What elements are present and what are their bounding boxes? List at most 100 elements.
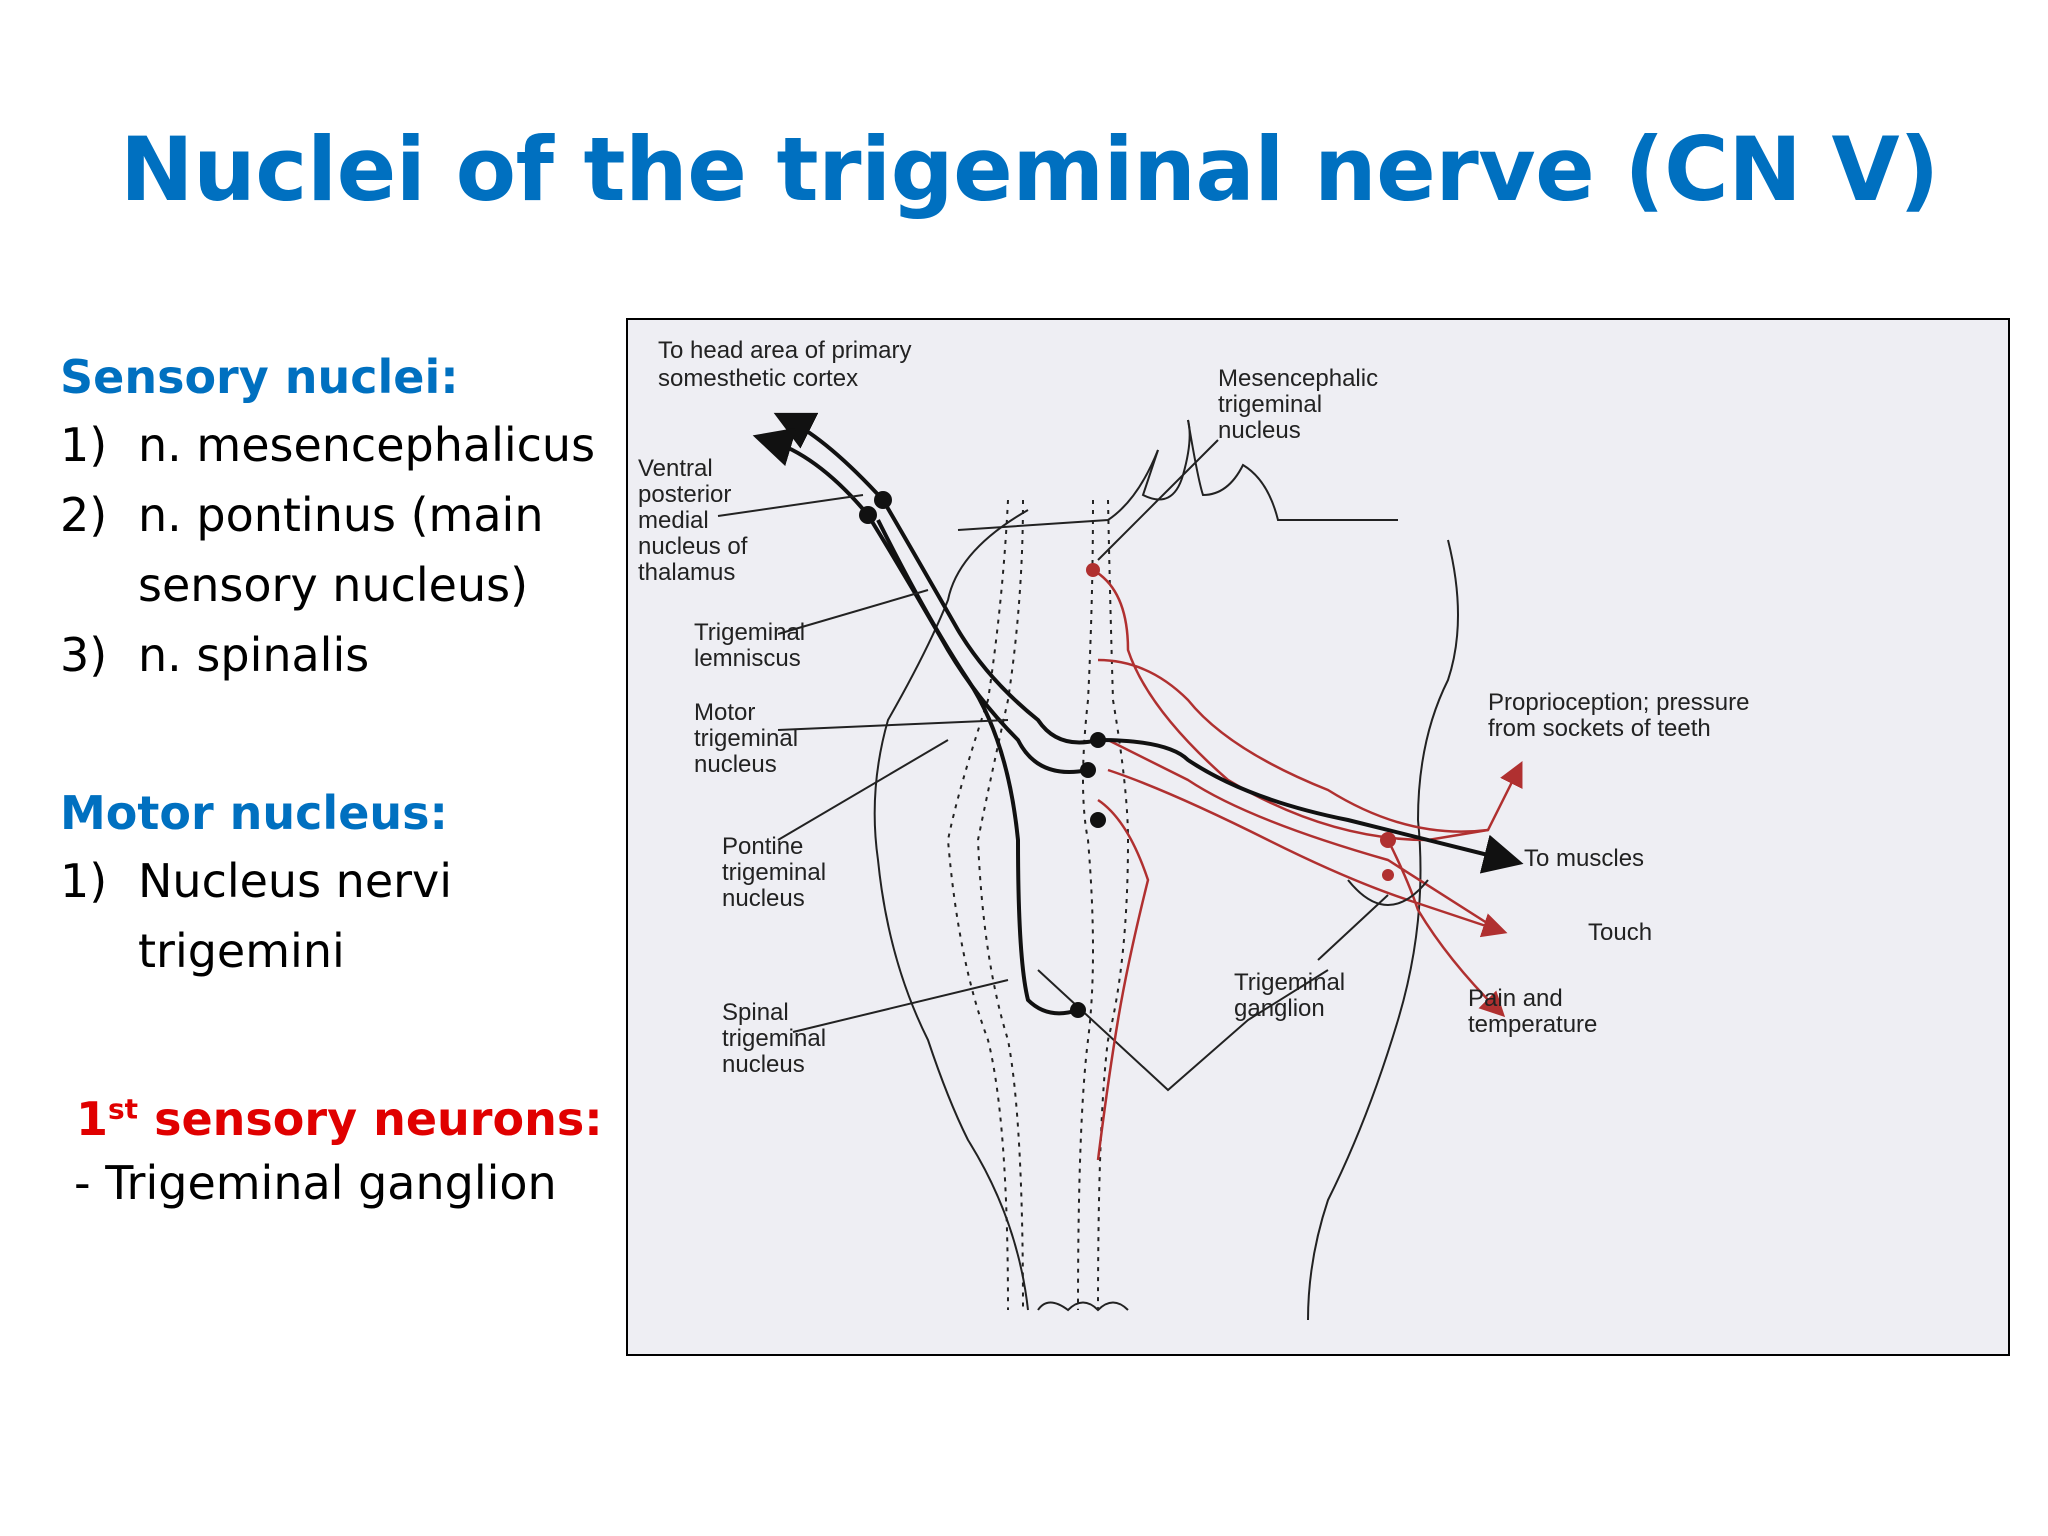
pointer-lemniscus (777, 589, 929, 635)
pointer-pontine (777, 739, 949, 841)
black-pathways (752, 412, 1524, 1016)
sensory-nuclei-section: Sensory nuclei: 1) n. mesencephalicus 2)… (60, 350, 595, 690)
list-item: 2) n. pontinus (main sensory nucleus) (60, 480, 595, 620)
red-pathways (1092, 568, 1523, 1161)
label-mesencephalic-3: nucleus (1218, 417, 1301, 444)
list-item: 3) n. spinalis (60, 620, 595, 690)
lemniscus-path-1 (881, 498, 1099, 745)
diagram-labels: To head area of primary somesthetic cort… (638, 337, 1749, 1078)
label-thalamus-1: Ventral (638, 455, 713, 482)
motor-neuron (1080, 762, 1096, 778)
sensory-nuclei-list: 1) n. mesencephalicus 2) n. pontinus (ma… (60, 410, 595, 690)
label-ganglion-2: ganglion (1234, 995, 1325, 1022)
ascending-arrow-2 (752, 427, 870, 517)
left-outer-column (946, 499, 1009, 1311)
list-text-line: n. pontinus (main (138, 488, 544, 542)
first-neurons-section: 1st sensory neurons: - Trigeminal gangli… (74, 1092, 603, 1218)
list-number: 2) (60, 488, 108, 542)
list-text: n. pontinus (main sensory nucleus) (138, 480, 544, 620)
label-motor-1: Motor (694, 699, 755, 726)
pointer-thalamus (717, 494, 864, 517)
midbrain-right-edge (1187, 419, 1398, 521)
label-proprioception-1: Proprioception; pressure (1488, 689, 1749, 716)
heading-superscript: st (108, 1092, 139, 1126)
list-number: 1) (60, 854, 108, 908)
spinal-path (876, 519, 1079, 1016)
right-outer-column (1097, 499, 1130, 1311)
pointer-lines (717, 439, 1389, 1033)
label-pontine-2: trigeminal (722, 859, 826, 886)
nucleus-columns (946, 499, 1130, 1311)
thalamus-neuron-2 (859, 506, 877, 524)
label-cortex-2: somesthetic cortex (658, 365, 858, 392)
label-ganglion-1: Trigeminal (1234, 969, 1345, 996)
lemniscus-path-2 (866, 513, 1089, 774)
motor-output-path (1097, 738, 1524, 874)
motor-nucleus-heading: Motor nucleus: (60, 786, 448, 840)
label-spinal-3: nucleus (722, 1051, 805, 1078)
label-thalamus-5: thalamus (638, 559, 735, 586)
label-pontine-1: Pontine (722, 833, 803, 860)
ganglion-neuron-1 (1380, 832, 1396, 848)
label-motor-3: nucleus (694, 751, 777, 778)
label-pain-1: Pain and (1468, 985, 1563, 1012)
list-text-line: sensory nucleus) (138, 558, 529, 612)
descending-red-path (1096, 798, 1150, 1161)
label-spinal-1: Spinal (722, 999, 789, 1026)
label-mesencephalic-2: trigeminal (1218, 391, 1322, 418)
pain-arrow (1386, 839, 1506, 1018)
heading-text: sensory neurons: (138, 1092, 603, 1146)
motor-nucleus-section: Motor nucleus: 1) Nucleus nervi trigemin… (60, 786, 452, 986)
brainstem-right-contour (1307, 539, 1459, 1321)
list-text-line: trigemini (138, 924, 345, 978)
first-neurons-item: - Trigeminal ganglion (74, 1156, 557, 1210)
label-cortex-1: To head area of primary (658, 337, 911, 364)
label-pain-2: temperature (1468, 1011, 1597, 1038)
ganglion-outline (1347, 879, 1429, 906)
pons-lower-edge (1037, 969, 1329, 1092)
right-inner-column (1077, 499, 1094, 1311)
pointer-mesencephalic (1097, 439, 1219, 561)
mesencephalic-neuron (1086, 563, 1100, 577)
ascending-arrow-1 (773, 412, 885, 502)
trigeminal-diagram: To head area of primary somesthetic cort… (626, 318, 2010, 1356)
cut-edge (1037, 1301, 1129, 1312)
list-text: n. spinalis (138, 628, 370, 682)
diagram-svg: To head area of primary somesthetic cort… (638, 337, 1749, 1321)
ganglion-neuron-2 (1382, 869, 1394, 881)
label-pontine-3: nucleus (722, 885, 805, 912)
touch-path-upper (1107, 738, 1499, 932)
touch-path-lower (1107, 768, 1508, 938)
label-lemniscus-1: Trigeminal (694, 619, 805, 646)
pointer-motor (777, 719, 1009, 731)
pointer-ganglion (1317, 894, 1389, 961)
neuron-bodies (859, 491, 1429, 1018)
spinal-neuron-upper (1090, 812, 1106, 828)
motor-nucleus-list: 1) Nucleus nervi trigemini (60, 846, 452, 986)
label-thalamus-3: medial (638, 507, 709, 534)
label-muscles: To muscles (1524, 845, 1644, 872)
list-text: Nucleus nervi trigemini (138, 846, 452, 986)
label-proprioception-2: from sockets of teeth (1488, 715, 1711, 742)
colliculus-shape (1141, 419, 1191, 501)
left-inner-column (976, 499, 1024, 1311)
label-thalamus-4: nucleus of (638, 533, 748, 560)
heading-number: 1 (76, 1092, 109, 1146)
list-text: n. mesencephalicus (138, 418, 596, 472)
pontine-neuron (1090, 732, 1106, 748)
thalamus-neuron-1 (874, 491, 892, 509)
label-lemniscus-2: lemniscus (694, 645, 801, 672)
brainstem-left-contour (873, 509, 1029, 1311)
label-touch: Touch (1588, 919, 1652, 946)
list-number: 1) (60, 418, 108, 472)
slide-title: Nuclei of the trigeminal nerve (CN V) (120, 118, 1939, 221)
list-number: 3) (60, 628, 108, 682)
midbrain-left-edge (957, 449, 1159, 531)
first-neurons-heading: 1st sensory neurons: (76, 1092, 603, 1146)
list-item: 1) n. mesencephalicus (60, 410, 595, 480)
list-text-line: Nucleus nervi (138, 854, 453, 908)
brainstem-outline (873, 419, 1459, 1321)
proprioception-path (1092, 568, 1489, 842)
label-spinal-2: trigeminal (722, 1025, 826, 1052)
spinal-neuron-lower (1070, 1002, 1086, 1018)
